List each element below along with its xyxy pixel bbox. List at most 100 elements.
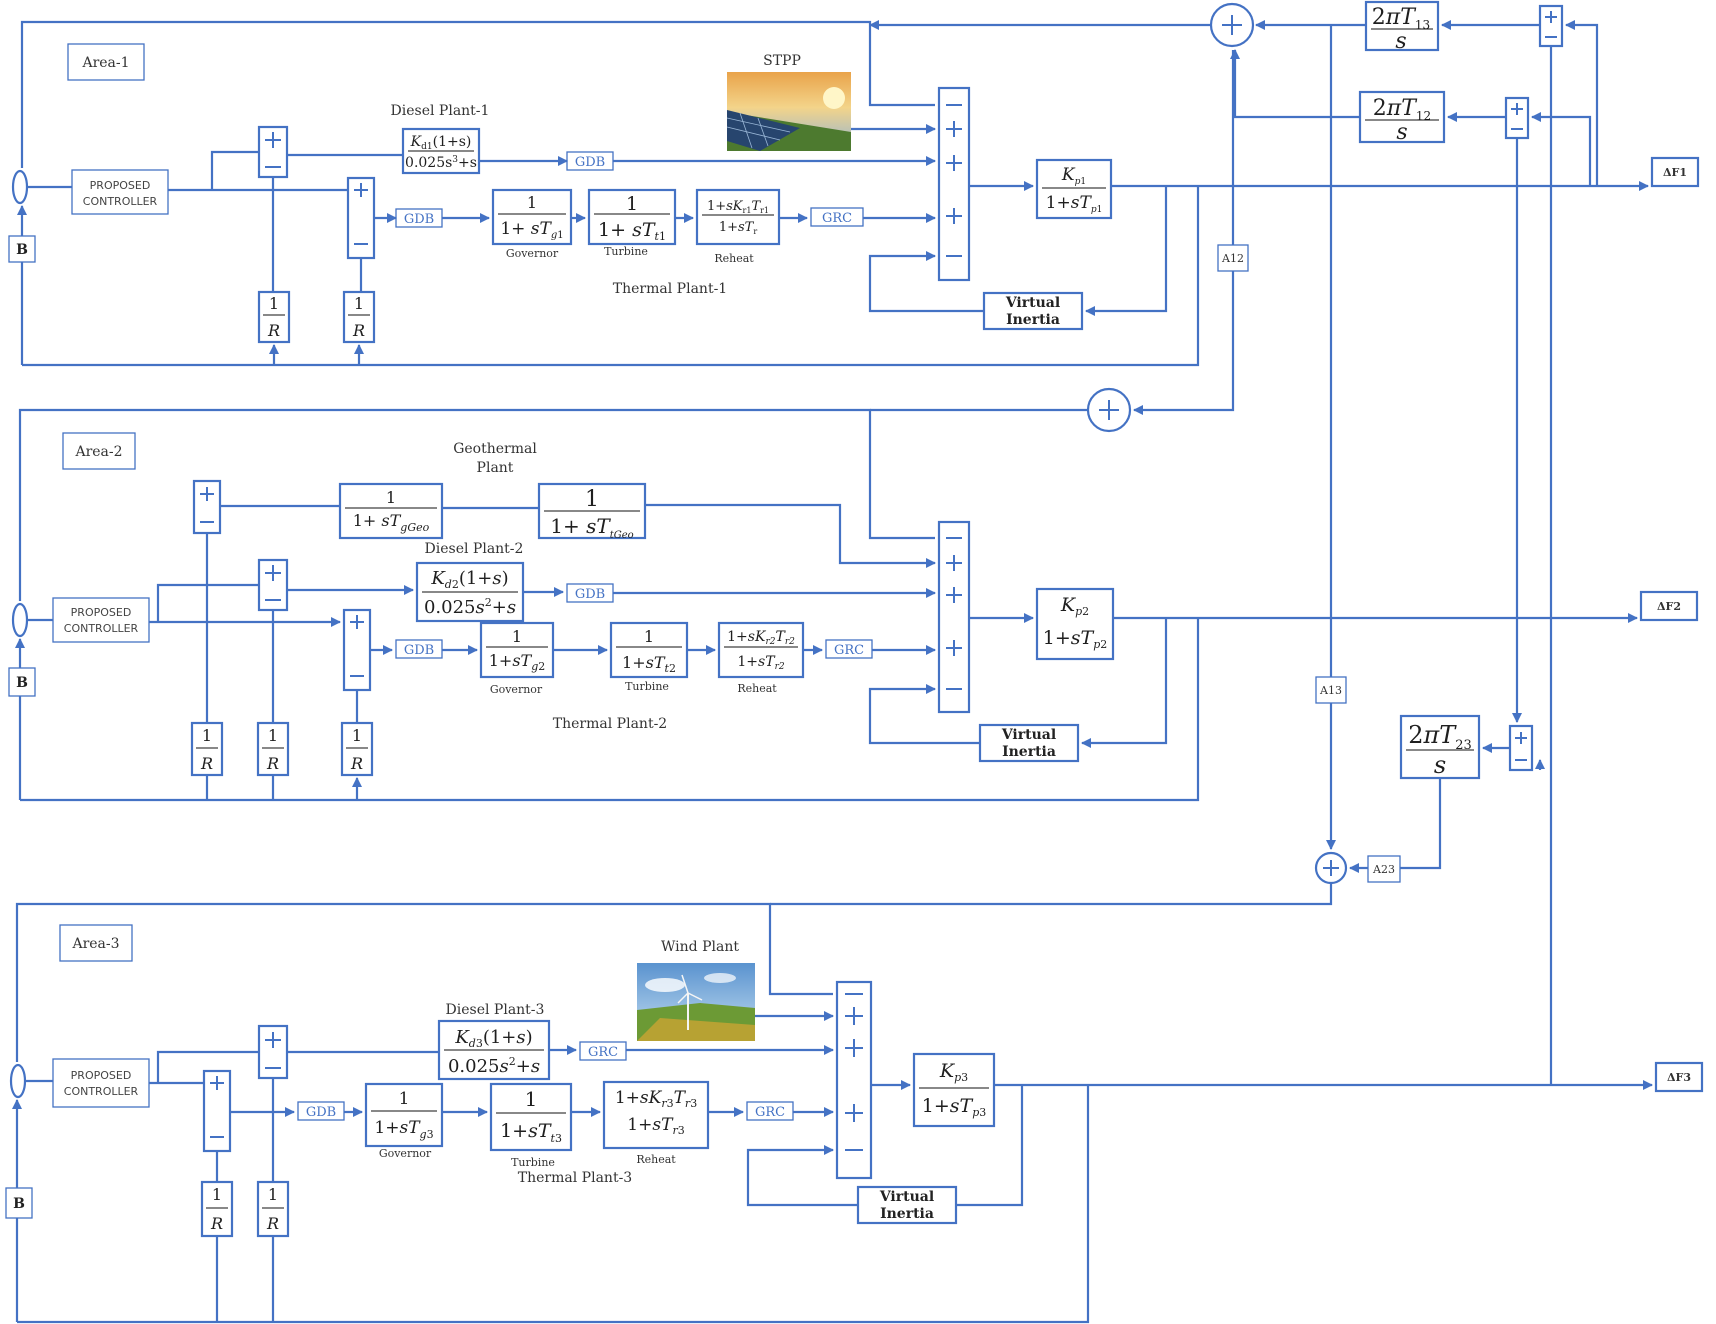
svg-text:1+ sTg1: 1+ sTg1 (500, 219, 563, 241)
delta-f3-output (1654, 1061, 1704, 1093)
area-1-controller-line2: CONTROLLER (83, 195, 158, 208)
area-1-reheat (695, 188, 781, 246)
svg-text:1: 1 (268, 726, 278, 745)
svg-text:1: 1 (644, 627, 654, 646)
svg-text:A13: A13 (1319, 684, 1342, 697)
area-1-label-box (67, 43, 145, 81)
svg-text:Virtual: Virtual (879, 1189, 934, 1205)
svg-text:Geothermal: Geothermal (453, 441, 537, 457)
delta-f2-output (1639, 590, 1699, 622)
svg-text:B: B (16, 675, 28, 691)
delta-f1-output (1650, 156, 1700, 188)
svg-text:1: 1 (527, 193, 537, 212)
svg-text:GDB: GDB (404, 212, 434, 227)
svg-text:1+sTt2: 1+sTt2 (622, 653, 676, 675)
area-1-controller (71, 169, 169, 215)
area-1-virtual-inertia (982, 291, 1084, 331)
svg-text:1: 1 (512, 627, 522, 646)
area-2-controller (52, 597, 150, 643)
area-3-input-sum (9, 1063, 27, 1099)
svg-text:Inertia: Inertia (1006, 312, 1060, 328)
svg-text:Inertia: Inertia (1002, 744, 1056, 760)
solar-panel-photo-icon (726, 72, 851, 151)
thermal-plant-1-title: Thermal Plant-1 (613, 281, 727, 297)
svg-text:Kp3: Kp3 (939, 1060, 968, 1084)
area-2-governor (479, 621, 555, 679)
svg-text:1+sKr1Tr1: 1+sKr1Tr1 (707, 199, 769, 215)
svg-text:s: s (1395, 29, 1406, 54)
svg-text:1: 1 (386, 488, 396, 507)
svg-text:Reheat: Reheat (737, 682, 777, 695)
svg-text:Plant: Plant (477, 460, 514, 476)
svg-text:GRC: GRC (755, 1105, 785, 1120)
svg-text:Kp2: Kp2 (1060, 594, 1089, 618)
svg-text:Kp1: Kp1 (1061, 165, 1086, 187)
svg-text:Thermal Plant-3: Thermal Plant-3 (518, 1170, 632, 1186)
svg-text:Reheat: Reheat (636, 1153, 676, 1166)
area-1-droop-2 (342, 290, 376, 344)
svg-text:0.025s3+s: 0.025s3+s (405, 155, 477, 171)
area-3-power-system (912, 1052, 996, 1128)
svg-text:GDB: GDB (575, 155, 605, 170)
svg-text:1+sTr: 1+sTr (719, 220, 758, 236)
svg-text:Turbine: Turbine (604, 245, 648, 258)
svg-text:1+sTg3: 1+sTg3 (374, 1118, 433, 1141)
svg-text:Kd1(1+s): Kd1(1+s) (410, 134, 472, 152)
svg-text:0.025s2+s: 0.025s2+s (448, 1055, 540, 1077)
area-2-input-sum (11, 602, 29, 638)
area-2-turbine (609, 621, 689, 679)
area-1-label: Area-1 (81, 55, 129, 71)
svg-text:Kd2(1+s): Kd2(1+s) (430, 568, 508, 591)
svg-text:1+ sTt1: 1+ sTt1 (598, 219, 666, 243)
svg-text:B: B (13, 1196, 25, 1212)
svg-text:Virtual: Virtual (1001, 727, 1056, 743)
svg-text:R: R (210, 1214, 223, 1233)
svg-text:1: 1 (626, 193, 638, 215)
svg-text:2πT23: 2πT23 (1408, 721, 1472, 753)
svg-text:Area-2: Area-2 (74, 444, 122, 460)
area-2-droop-3 (340, 721, 374, 777)
svg-text:1: 1 (202, 726, 212, 745)
geothermal-governor-block (338, 482, 444, 540)
svg-text:A12: A12 (1221, 252, 1244, 265)
svg-text:1+sTg2: 1+sTg2 (489, 651, 546, 673)
svg-text:GDB: GDB (306, 1105, 336, 1120)
svg-text:1: 1 (352, 726, 362, 745)
svg-text:1: 1 (268, 1185, 278, 1204)
svg-text:Reheat: Reheat (714, 252, 754, 265)
diesel-plant-1-title: Diesel Plant-1 (391, 103, 490, 119)
svg-text:R: R (266, 1214, 279, 1233)
svg-text:Turbine: Turbine (625, 680, 669, 693)
svg-text:GRC: GRC (822, 211, 852, 226)
area-3-label-box (59, 924, 133, 962)
area-1-bias-label: B (16, 242, 28, 258)
svg-text:Area-3: Area-3 (71, 936, 119, 952)
svg-text:1: 1 (399, 1089, 410, 1109)
svg-text:1+sKr3Tr3: 1+sKr3Tr3 (615, 1088, 697, 1110)
area-1-controller-line1: PROPOSED (90, 179, 151, 192)
svg-text:ΔF2: ΔF2 (1657, 600, 1681, 613)
area-2-main-sum (937, 520, 971, 714)
svg-text:A23: A23 (1372, 863, 1395, 876)
svg-text:1+sTr3: 1+sTr3 (627, 1115, 684, 1137)
svg-text:CONTROLLER: CONTROLLER (64, 1085, 139, 1098)
svg-text:R: R (352, 321, 365, 340)
svg-text:PROPOSED: PROPOSED (71, 606, 132, 619)
svg-text:Wind Plant: Wind Plant (661, 939, 739, 955)
svg-text:1: 1 (525, 1087, 538, 1111)
area-3-turbine (489, 1082, 573, 1152)
svg-text:1: 1 (585, 487, 599, 512)
svg-text:PROPOSED: PROPOSED (71, 1069, 132, 1082)
area-1-governor (491, 188, 573, 246)
tie-a23-gain (1367, 855, 1401, 883)
area-2-reheat (717, 621, 805, 679)
svg-text:R: R (350, 754, 363, 773)
area-2-bias-block (8, 667, 36, 697)
area-3-reheat (602, 1080, 710, 1150)
svg-text:Thermal Plant-2: Thermal Plant-2 (553, 716, 667, 732)
svg-text:Diesel Plant-2: Diesel Plant-2 (425, 541, 524, 557)
area-1-power-system (1035, 158, 1113, 220)
area-3: Area-3 B PROPOSED CONTROLLER Wind Plant … (5, 902, 1704, 1324)
svg-text:1+sKr2Tr2: 1+sKr2Tr2 (727, 629, 795, 647)
svg-text:R: R (266, 754, 279, 773)
